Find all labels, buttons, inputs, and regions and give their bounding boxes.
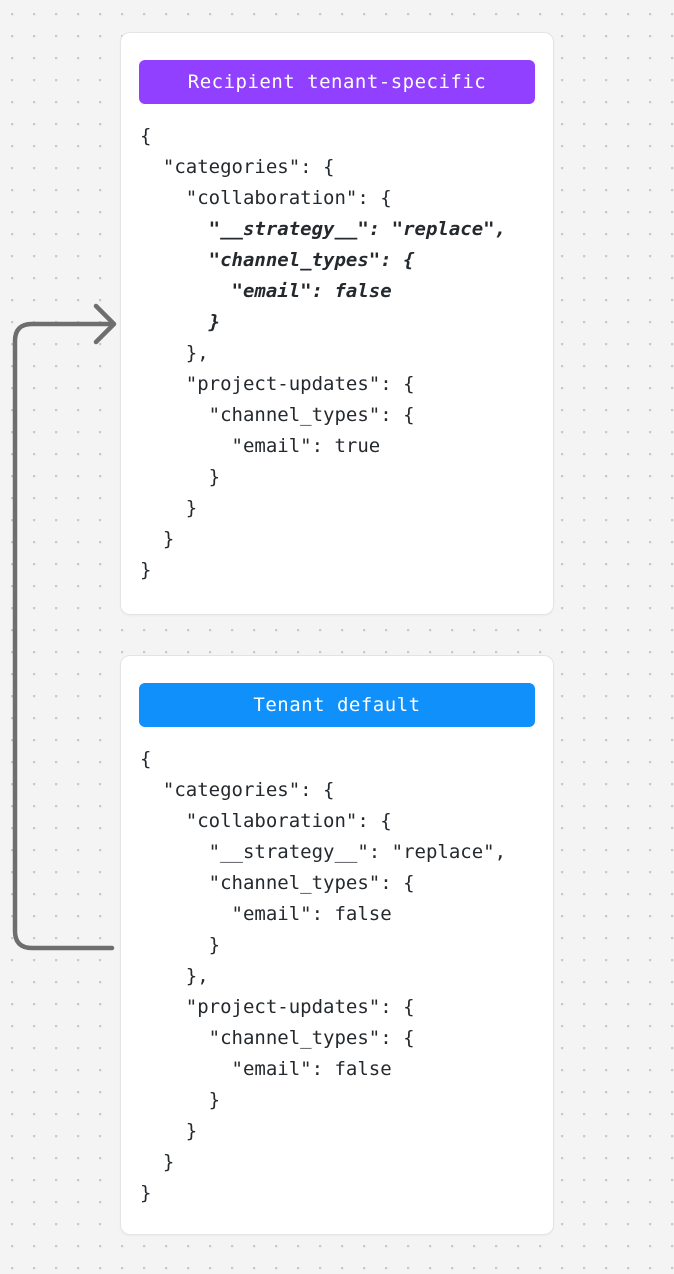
- code-line: "channel_types": {: [140, 1027, 415, 1049]
- code-line: "categories": {: [140, 156, 335, 178]
- code-line: }: [140, 1182, 152, 1204]
- card-tenant-default: Tenant default { "categories": { "collab…: [121, 656, 553, 1234]
- code-line: "project-updates": {: [140, 373, 415, 395]
- arrowhead-icon: [93, 303, 117, 345]
- code-line: }: [140, 934, 221, 956]
- code-line: "channel_types": {: [140, 404, 415, 426]
- code-block-tenant-default: { "categories": { "collaboration": { "__…: [140, 744, 543, 1209]
- code-line: "channel_types": {: [140, 872, 415, 894]
- code-line: "__strategy__": "replace",: [140, 841, 507, 863]
- arrow-path: [12, 321, 115, 951]
- badge-recipient-tenant-specific: Recipient tenant-specific: [139, 60, 535, 104]
- code-line: "email": true: [140, 435, 381, 457]
- badge-tenant-default: Tenant default: [139, 683, 535, 727]
- code-line: }: [140, 1120, 198, 1142]
- code-line: "email": false: [140, 1058, 392, 1080]
- code-line: {: [140, 125, 152, 147]
- code-line: {: [140, 748, 152, 770]
- code-line: "email": false: [140, 280, 392, 302]
- arrow-connector: [12, 303, 117, 951]
- code-line: "project-updates": {: [140, 996, 415, 1018]
- code-line: }: [140, 311, 221, 333]
- code-line: "channel_types": {: [140, 249, 415, 271]
- code-line: }: [140, 559, 152, 581]
- code-line: }: [140, 466, 221, 488]
- code-line: },: [140, 342, 209, 364]
- code-line: },: [140, 965, 209, 987]
- code-line: "categories": {: [140, 779, 335, 801]
- code-line: "__strategy__": "replace",: [140, 218, 507, 240]
- code-line: }: [140, 528, 175, 550]
- card-recipient-tenant-specific: Recipient tenant-specific { "categories"…: [121, 33, 553, 614]
- code-line: "email": false: [140, 903, 392, 925]
- code-line: "collaboration": {: [140, 810, 392, 832]
- code-block-recipient-tenant-specific: { "categories": { "collaboration": { "__…: [140, 121, 543, 586]
- badge-label: Recipient tenant-specific: [187, 71, 487, 93]
- code-line: }: [140, 1089, 221, 1111]
- badge-label: Tenant default: [253, 694, 421, 716]
- code-line: "collaboration": {: [140, 187, 392, 209]
- code-line: }: [140, 497, 198, 519]
- code-line: }: [140, 1151, 175, 1173]
